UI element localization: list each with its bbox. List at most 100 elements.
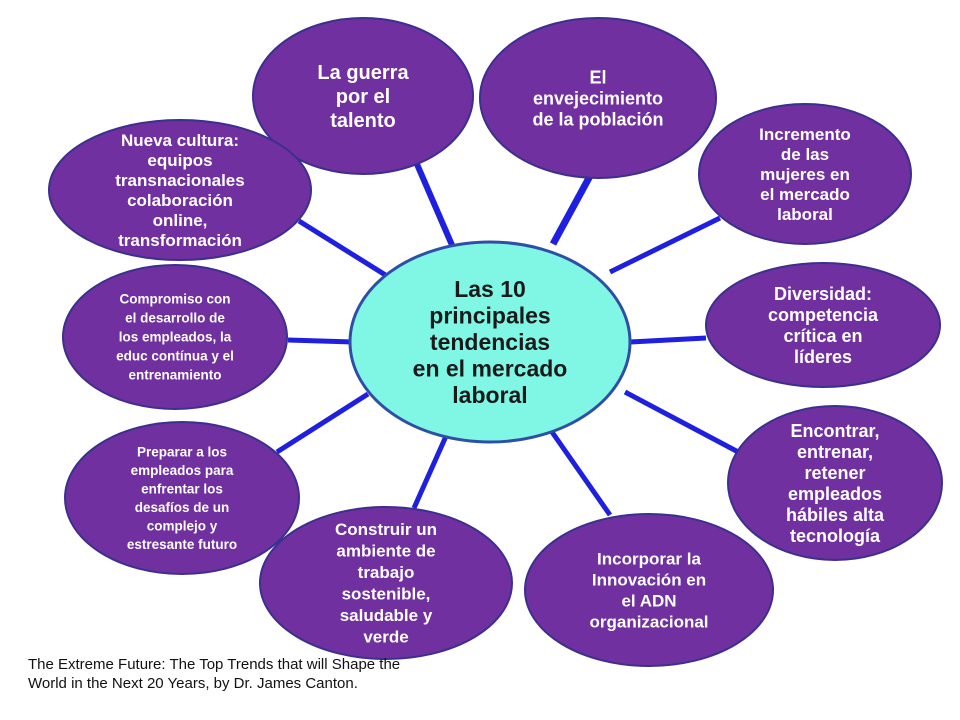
node-innovacion-label-line: organizacional — [589, 613, 708, 632]
node-mujeres-label-line: el mercado — [760, 185, 850, 204]
node-ambiente-label-line: Construir un — [335, 520, 437, 539]
connector-lines — [275, 153, 744, 517]
connector-encontrar — [623, 389, 744, 457]
node-ambiente-label-line: sostenible, — [342, 585, 431, 604]
node-compromiso-label-line: educ contínua y el — [116, 349, 234, 364]
center-node-label-line: en el mercado — [413, 356, 568, 382]
node-encontrar-shape — [727, 405, 943, 561]
node-nueva-cultura-shape — [48, 119, 312, 261]
node-preparar-label-line: enfrentar los — [141, 482, 223, 497]
node-innovacion: Incorporar la Innovación en el ADN organiza… — [524, 513, 774, 667]
node-innovacion-label: Incorporar la Innovación en el ADN organiza… — [589, 550, 708, 632]
connector-mujeres — [608, 215, 722, 275]
source-citation: The Extreme Future: The Top Trends that … — [28, 655, 498, 693]
node-diversidad-label-line: crítica en — [783, 326, 862, 346]
connector-ambiente — [411, 432, 450, 510]
node-innovacion-label-line: Incorporar la — [597, 550, 701, 569]
node-ambiente-label: Construir un ambiente de trabajo sostenible… — [335, 520, 437, 647]
node-innovacion-label-line: el ADN — [621, 592, 676, 611]
node-encontrar-label-line: hábiles alta — [786, 505, 885, 525]
node-compromiso-label-line: Compromiso con — [119, 292, 230, 307]
node-nueva-cultura-label-line: transnacionales — [115, 171, 244, 190]
node-compromiso: Compromiso con el desarrollo de los emplea… — [62, 264, 288, 410]
node-encontrar-label-line: tecnología — [790, 526, 881, 546]
node-envejecimiento-label-line: El — [589, 67, 606, 87]
node-ambiente-label-line: verde — [363, 628, 408, 647]
node-encontrar-label-line: Encontrar, — [790, 421, 879, 441]
node-ambiente-label-line: saludable y — [340, 606, 433, 625]
connector-envejecimiento — [549, 174, 594, 246]
connector-innovacion — [549, 430, 613, 517]
node-preparar-label-line: empleados para — [131, 463, 234, 478]
node-mujeres-shape — [698, 103, 912, 245]
connector-compromiso — [287, 337, 354, 345]
node-preparar-label-line: estresante futuro — [127, 537, 237, 552]
node-envejecimiento-label-line: de la población — [532, 109, 663, 129]
node-encontrar-label-line: entrenar, — [797, 442, 873, 462]
node-nueva-cultura-label-line: online, — [153, 211, 208, 230]
node-mujeres-label-line: mujeres en — [760, 165, 850, 184]
node-compromiso-label: Compromiso con el desarrollo de los emplea… — [116, 292, 234, 383]
node-mujeres-label-line: de las — [781, 145, 829, 164]
node-guerra-talento-shape — [252, 17, 474, 175]
node-ambiente-shape — [259, 506, 513, 660]
node-ambiente-label-line: trabajo — [358, 563, 415, 582]
node-preparar: Preparar a los empleados para enfrentar lo… — [64, 421, 300, 575]
citation-line-1: The Extreme Future: The Top Trends that … — [28, 656, 401, 673]
node-preparar-label-line: Preparar a los — [137, 445, 227, 460]
node-compromiso-shape — [62, 264, 288, 410]
node-envejecimiento-label-line: envejecimiento — [533, 88, 663, 108]
connector-nueva-cultura — [297, 218, 389, 279]
node-encontrar-label-line: retener — [804, 463, 865, 483]
center-node-shape — [348, 240, 632, 444]
node-encontrar-label-line: empleados — [788, 484, 882, 504]
node-preparar-label-line: desafíos de un — [135, 500, 230, 515]
node-guerra-talento-label-line: por el — [336, 86, 390, 108]
node-nueva-cultura-label-line: colaboración — [127, 191, 233, 210]
node-diversidad-shape — [705, 262, 941, 388]
node-ambiente: Construir un ambiente de trabajo sostenible… — [259, 506, 513, 660]
node-diversidad-label-line: Diversidad: — [774, 284, 872, 304]
node-preparar-label: Preparar a los empleados para enfrentar lo… — [127, 445, 237, 553]
node-guerra-talento-label-line: La guerra — [317, 62, 409, 84]
center-node-label-line: tendencias — [430, 329, 550, 355]
node-diversidad-label-line: líderes — [794, 347, 852, 367]
node-nueva-cultura-label-line: Nueva cultura: — [121, 131, 239, 150]
node-compromiso-label-line: el desarrollo de — [125, 311, 225, 326]
node-innovacion-label-line: Innovación en — [592, 571, 706, 590]
connector-guerra-talento — [410, 153, 458, 254]
node-compromiso-label-line: los empleados, la — [119, 330, 232, 345]
node-diversidad-label-line: competencia — [768, 305, 879, 325]
node-mujeres-label-line: Incremento — [759, 125, 851, 144]
node-envejecimiento-shape — [479, 17, 717, 179]
node-preparar-shape — [64, 421, 300, 575]
center-node-label-line: laboral — [452, 382, 527, 408]
center-node-label-line: Las 10 — [454, 276, 526, 302]
citation-line-2: World in the Next 20 Years, by Dr. James… — [28, 675, 358, 692]
connector-preparar — [275, 391, 370, 455]
node-compromiso-label-line: entrenamiento — [128, 368, 221, 383]
node-mujeres-label-line: laboral — [777, 205, 833, 224]
node-ambiente-label-line: ambiente de — [336, 542, 435, 561]
connector-diversidad — [629, 335, 707, 345]
node-innovacion-shape — [524, 513, 774, 667]
node-nueva-cultura-label-line: transformación — [118, 231, 242, 250]
node-guerra-talento-label-line: talento — [330, 110, 396, 132]
center-node-label-line: principales — [429, 303, 550, 329]
